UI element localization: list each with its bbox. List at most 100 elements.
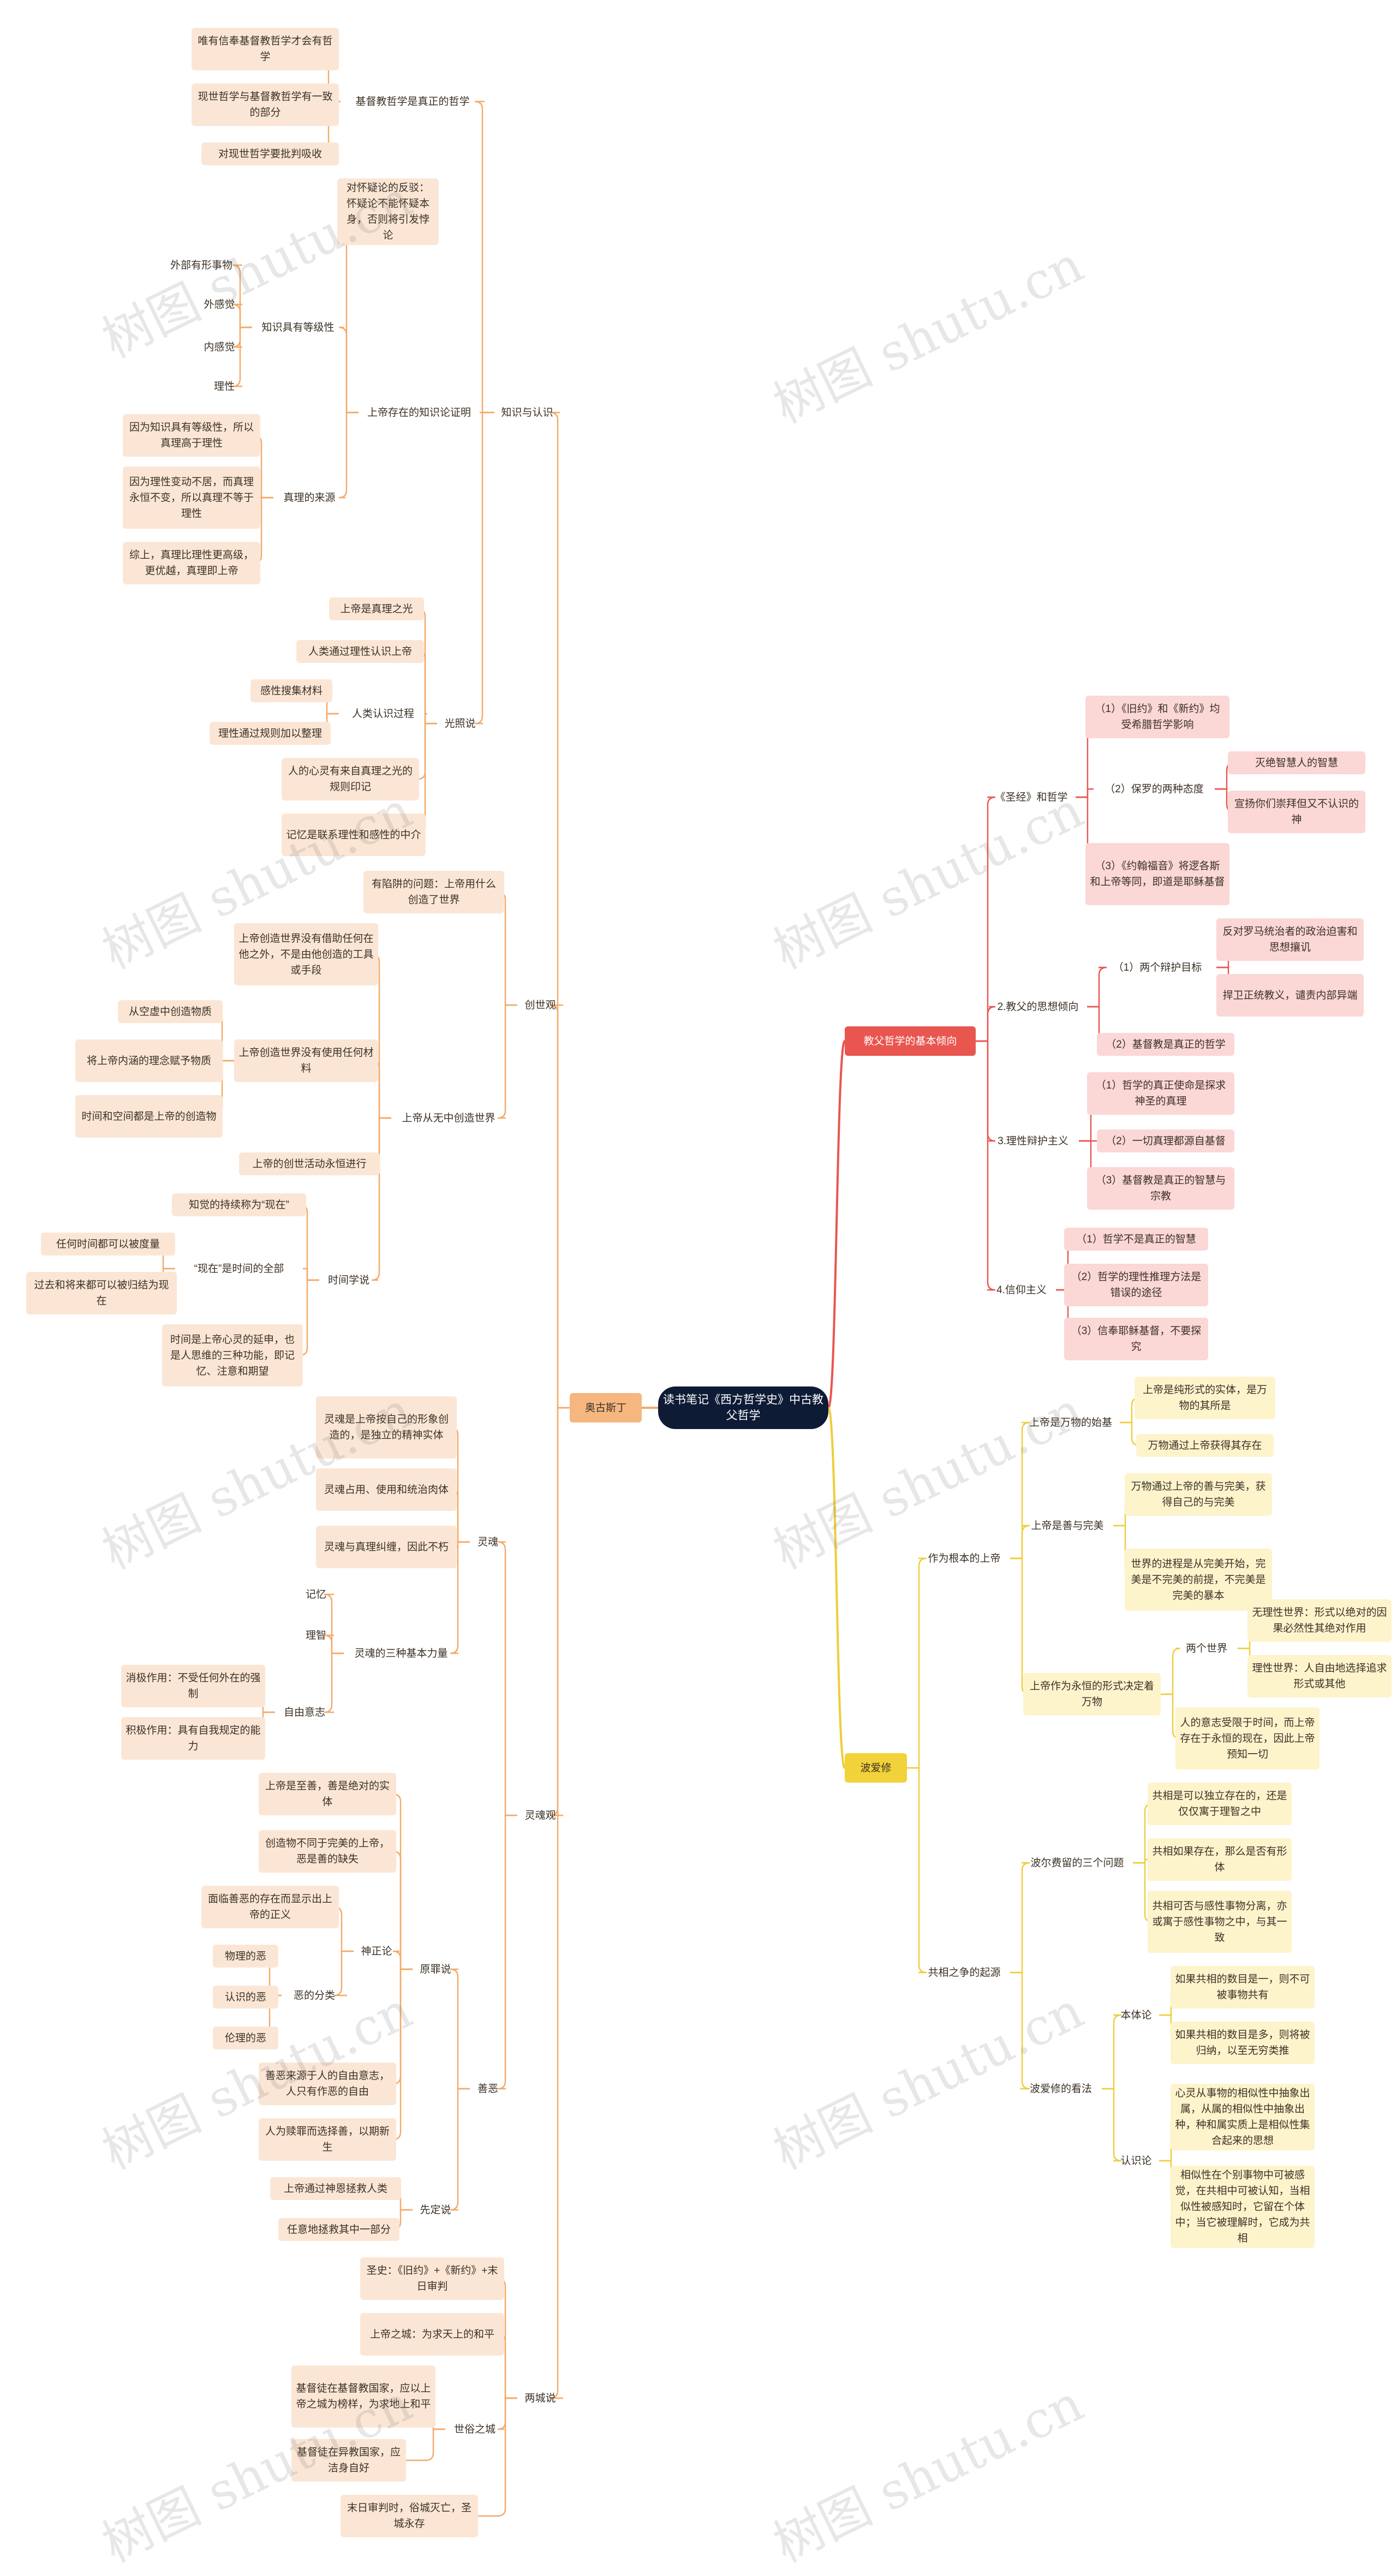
node-tp[interactable]: 基督教哲学是真正的哲学 bbox=[355, 95, 470, 107]
node-exe[interactable]: 上帝的创世活动永恒进行 bbox=[239, 1152, 380, 1175]
node-dw0[interactable]: 无理性世界：形式以绝对的因果必然性其绝对作用 bbox=[1247, 1599, 1392, 1642]
node-ra[interactable]: 3.理性辩护主义 bbox=[998, 1135, 1068, 1147]
node-th2[interactable]: 2.教父的思想倾向 bbox=[997, 1001, 1079, 1013]
node-ilp0[interactable]: 感性搜集材料 bbox=[250, 679, 332, 702]
node-bi[interactable]: 《圣经》和哲学 bbox=[995, 791, 1068, 803]
node-bi0[interactable]: （1）《旧约》和《新约》均受希腊哲学影响 bbox=[1085, 696, 1229, 738]
node-or[interactable]: 上帝是万物的始基 bbox=[1029, 1416, 1112, 1429]
node-bia1[interactable]: 宣扬你们崇拜但又不认识的神 bbox=[1228, 791, 1365, 833]
node-tp2[interactable]: 对现世哲学要批判吸收 bbox=[201, 142, 339, 165]
node-pwf[interactable]: 自由意志 bbox=[283, 1706, 325, 1718]
node-pp0[interactable]: 共相是可以独立存在的，还是仅仅寓于理智之中 bbox=[1148, 1783, 1292, 1825]
node-lv[interactable]: 知识具有等级性 bbox=[261, 321, 335, 333]
node-know[interactable]: 知识与认识 bbox=[501, 407, 553, 419]
node-so[interactable]: 灵魂 bbox=[477, 1536, 498, 1548]
node-on[interactable]: 本体论 bbox=[1120, 2009, 1152, 2021]
node-os0[interactable]: 上帝是至善，善是绝对的实体 bbox=[259, 1773, 396, 1815]
node-pd1[interactable]: 任意地拯救其中一部分 bbox=[278, 2218, 399, 2241]
node-pp[interactable]: 波尔费留的三个问题 bbox=[1030, 1857, 1124, 1869]
node-ex0[interactable]: 上帝创造世界没有借助任何在他之外，不是由他创造的工具或手段 bbox=[234, 923, 378, 985]
node-ilp[interactable]: 人类认识过程 bbox=[351, 708, 414, 720]
node-tc0[interactable]: 圣史：《旧约》+《新约》+末日审判 bbox=[360, 2257, 504, 2300]
node-pd0[interactable]: 上帝通过神恩拯救人类 bbox=[270, 2177, 401, 2200]
node-gd0[interactable]: 万物通过上帝的善与完美，获得自己的与完美 bbox=[1125, 1473, 1272, 1516]
node-tmn1[interactable]: 过去和将来都可以被归结为现在 bbox=[26, 1272, 177, 1314]
node-ep1[interactable]: 相似性在个别事物中可被感觉，在共相中可被认知，当相似性被感知时，它留在个体中；当… bbox=[1171, 2166, 1315, 2248]
node-tp0[interactable]: 唯有信奉基督教哲学才会有哲学 bbox=[192, 28, 339, 70]
node-il[interactable]: 光照说 bbox=[444, 718, 476, 730]
node-ep[interactable]: 认识论 bbox=[1120, 2155, 1152, 2167]
node-pw[interactable]: 灵魂的三种基本力量 bbox=[354, 1647, 448, 1659]
node-tk0[interactable]: 物理的恶 bbox=[213, 1945, 278, 1968]
node-exm2[interactable]: 时间和空间都是上帝的创造物 bbox=[75, 1095, 223, 1138]
node-tm[interactable]: 时间学说 bbox=[327, 1274, 369, 1286]
node-pw0[interactable]: 记忆 bbox=[305, 1588, 326, 1600]
node-or1[interactable]: 万物通过上帝获得其存在 bbox=[1136, 1434, 1274, 1457]
node-gd[interactable]: 上帝是善与完美 bbox=[1031, 1520, 1104, 1532]
node-tmn[interactable]: “现在”是时间的全部 bbox=[194, 1263, 284, 1275]
node-ra0[interactable]: （1）哲学的真正使命是探求神圣的真理 bbox=[1087, 1072, 1234, 1115]
node-lv2[interactable]: 内感觉 bbox=[204, 341, 235, 353]
node-pp1[interactable]: 共相如果存在，那么是否有形体 bbox=[1148, 1838, 1292, 1881]
node-fd[interactable]: 4.信仰主义 bbox=[996, 1284, 1047, 1296]
node-so1[interactable]: 灵魂占用、使用和统治肉体 bbox=[316, 1468, 457, 1511]
node-il1[interactable]: 人类通过理性认识上帝 bbox=[296, 640, 424, 663]
node-bi2[interactable]: （3）《约翰福音》将逻各斯和上帝等同，即道是耶稣基督 bbox=[1085, 843, 1229, 905]
node-bo[interactable]: 波爱修 bbox=[845, 1753, 907, 1783]
node-tk1[interactable]: 认识的恶 bbox=[213, 1986, 278, 2009]
node-ec[interactable]: 世俗之城 bbox=[453, 2423, 495, 2435]
node-ex[interactable]: 上帝从无中创造世界 bbox=[402, 1112, 495, 1124]
node-fd2[interactable]: （3）信奉耶稣基督，不要探究 bbox=[1064, 1318, 1208, 1360]
node-src2[interactable]: 综上，真理比理性更高级，更优越，真理即上帝 bbox=[123, 542, 260, 584]
node-tk[interactable]: 恶的分类 bbox=[293, 1989, 335, 2001]
node-exm0[interactable]: 从空虚中创造物质 bbox=[118, 1000, 223, 1023]
node-un[interactable]: 共相之争的起源 bbox=[928, 1967, 1001, 1979]
node-ge[interactable]: 善恶 bbox=[477, 2083, 498, 2095]
node-crq[interactable]: 有陷阱的问题：上帝用什么创造了世界 bbox=[363, 871, 504, 913]
node-exm1[interactable]: 将上帝内涵的理念赋予物质 bbox=[75, 1039, 223, 1082]
node-gp[interactable]: 上帝存在的知识论证明 bbox=[367, 407, 471, 419]
node-pwf1[interactable]: 积极作用：具有自我规定的能力 bbox=[121, 1717, 265, 1760]
node-pd[interactable]: 先定说 bbox=[420, 2204, 451, 2216]
node-src0[interactable]: 因为知识具有等级性，所以真理高于理性 bbox=[123, 414, 260, 457]
node-exm[interactable]: 上帝创造世界没有使用任何材料 bbox=[234, 1039, 378, 1082]
node-cr[interactable]: 创世观 bbox=[524, 999, 556, 1011]
node-dw[interactable]: 两个世界 bbox=[1185, 1642, 1227, 1654]
node-dc[interactable]: 上帝作为永恒的形式决定着万物 bbox=[1023, 1673, 1161, 1716]
node-ep0[interactable]: 心灵从事物的相似性中抽象出属，从属的相似性中抽象出种，种和属实质上是相似性集合起… bbox=[1171, 2084, 1315, 2150]
node-ec1[interactable]: 基督徒在异教国家，应洁身自好 bbox=[291, 2439, 406, 2482]
node-fd1[interactable]: （2）哲学的理性推理方法是错误的途径 bbox=[1064, 1264, 1208, 1306]
node-sv[interactable]: 灵魂观 bbox=[524, 1809, 556, 1821]
node-os3[interactable]: 人为赎罪而选择善，以期新生 bbox=[259, 2118, 396, 2161]
node-fd0[interactable]: （1）哲学不是真正的智慧 bbox=[1064, 1228, 1208, 1251]
node-tp1[interactable]: 现世哲学与基督教哲学有一致的部分 bbox=[192, 83, 339, 126]
node-bia0[interactable]: 灭绝智慧人的智慧 bbox=[1228, 751, 1365, 774]
node-os1[interactable]: 创造物不同于完美的上帝，恶是善的缺失 bbox=[259, 1830, 396, 1873]
node-te[interactable]: 教父哲学的基本倾向 bbox=[845, 1026, 976, 1056]
node-lv0[interactable]: 外部有形事物 bbox=[170, 259, 232, 271]
node-so2[interactable]: 灵魂与真理纠缠，因此不朽 bbox=[316, 1526, 457, 1568]
node-ec0[interactable]: 基督徒在基督教国家，应以上帝之城为榜样，为求地上和平 bbox=[291, 2365, 435, 2428]
node-tm0[interactable]: 知觉的持续称为“现在” bbox=[172, 1193, 306, 1216]
node-tm2[interactable]: 时间是上帝心灵的延申，也是人思维的三种功能，即记忆、注意和期望 bbox=[162, 1324, 303, 1386]
node-g21[interactable]: 捍卫正统教义，谴责内部异端 bbox=[1216, 974, 1364, 1017]
node-tmn0[interactable]: 任何时间都可以被度量 bbox=[41, 1233, 175, 1256]
node-dwi[interactable]: 人的意志受限于时间，而上帝存在于永恒的现在，因此上帝预知一切 bbox=[1175, 1707, 1320, 1770]
node-src[interactable]: 真理的来源 bbox=[283, 492, 336, 504]
node-pwf0[interactable]: 消极作用：不受任何外在的强制 bbox=[121, 1665, 265, 1707]
node-lv1[interactable]: 外感觉 bbox=[204, 298, 235, 310]
node-os[interactable]: 原罪说 bbox=[420, 1963, 451, 1975]
node-pp2[interactable]: 共相可否与感性事物分离，亦或寓于感性事物之中，与其一致 bbox=[1148, 1891, 1292, 1953]
node-or0[interactable]: 上帝是纯形式的实体，是万物的其所是 bbox=[1135, 1377, 1275, 1419]
node-ra2[interactable]: （3）基督教是真正的智慧与宗教 bbox=[1087, 1167, 1234, 1210]
node-ra1[interactable]: （2）一切真理都源自基督 bbox=[1097, 1129, 1234, 1152]
node-on0[interactable]: 如果共相的数目是一，则不可被事物共有 bbox=[1171, 1966, 1315, 2009]
node-il0[interactable]: 上帝是真理之光 bbox=[329, 597, 424, 620]
node-ilp1[interactable]: 理性通过规则加以整理 bbox=[210, 722, 331, 745]
node-os2[interactable]: 善恶来源于人的自由意志，人只有作恶的自由 bbox=[259, 2063, 396, 2105]
node-pw1[interactable]: 理智 bbox=[305, 1629, 326, 1641]
node-g20[interactable]: 反对罗马统治者的政治迫害和思想攘讥 bbox=[1216, 918, 1364, 961]
node-th[interactable]: 神正论 bbox=[361, 1945, 392, 1957]
node-gpd[interactable]: 对怀疑论的反驳：怀疑论不能怀疑本身，否则将引发悖论 bbox=[337, 178, 439, 245]
node-bv[interactable]: 波爱修的看法 bbox=[1029, 2083, 1092, 2095]
